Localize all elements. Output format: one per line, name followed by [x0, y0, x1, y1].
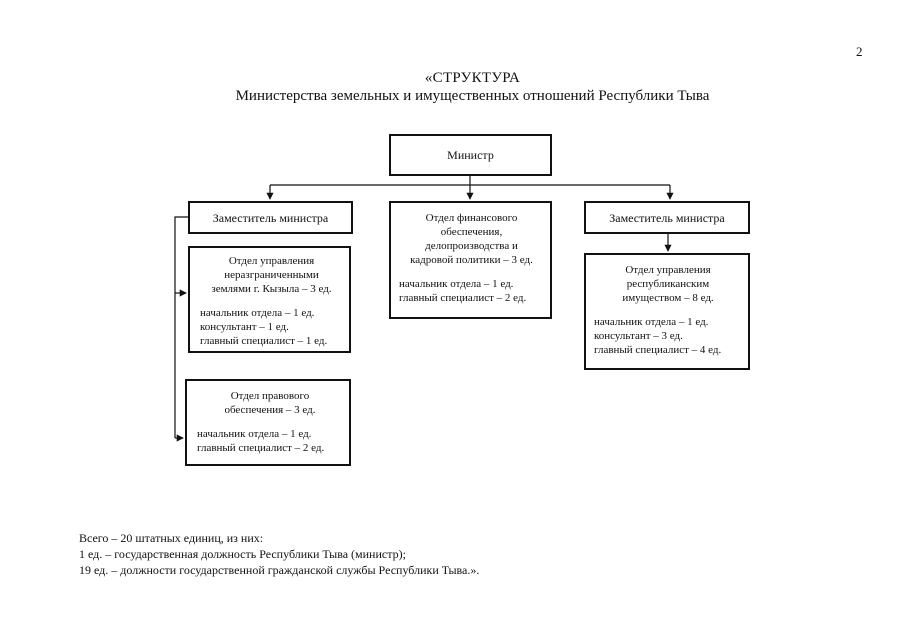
land-title-line: Отдел управления: [228, 255, 315, 267]
property-staff-line: начальник отдела – 1 ед.: [594, 316, 709, 328]
legal-title-line: Отдел правового: [230, 390, 310, 402]
finance-title-line: Отдел финансового: [425, 212, 518, 224]
land-title-line: неразграниченными: [224, 269, 319, 281]
land-staff-line: консультант – 1 ед.: [200, 321, 289, 333]
property-title-line: Отдел управления: [625, 264, 711, 276]
finance-department-box: Отдел финансового обеспечения, делопроиз…: [389, 201, 552, 319]
document-title: «СТРУКТУРА: [424, 70, 521, 86]
finance-staff-line: начальник отдела – 1 ед.: [399, 278, 514, 290]
land-staff-line: начальник отдела – 1 ед.: [200, 307, 315, 319]
property-title-line: республиканским: [626, 278, 710, 290]
land-staff-line: главный специалист – 1 ед.: [200, 335, 328, 347]
finance-staff-line: главный специалист – 2 ед.: [399, 292, 527, 304]
page-number: 2: [856, 44, 863, 59]
property-title-line: имуществом – 8 ед.: [622, 292, 714, 304]
legal-staff-line: начальник отдела – 1 ед.: [197, 428, 312, 440]
connector-deputy-left-spine: [174, 216, 188, 438]
property-department-box: Отдел управления республиканским имущест…: [584, 253, 750, 370]
legal-staff-line: главный специалист – 2 ед.: [197, 442, 325, 454]
deputy-minister-right-box: Заместитель министра: [584, 201, 750, 234]
footer-line-state-position: 1 ед. – государственная должность Респуб…: [79, 547, 406, 561]
minister-label: Министр: [447, 148, 494, 162]
deputy-minister-right-label: Заместитель министра: [609, 210, 725, 225]
deputy-minister-left-label: Заместитель министра: [212, 210, 329, 225]
property-staff-line: главный специалист – 4 ед.: [594, 344, 722, 356]
land-title-line: землями г. Кызыла – 3 ед.: [211, 283, 332, 295]
finance-title-line: делопроизводства и: [425, 240, 518, 252]
legal-title-line: обеспечения – 3 ед.: [224, 404, 316, 416]
document-subtitle: Министерства земельных и имущественных о…: [235, 88, 710, 104]
land-department-box: Отдел управления неразграниченными земля…: [188, 246, 351, 353]
deputy-minister-left-box: Заместитель министра: [188, 201, 353, 234]
footer-line-civil-service: 19 ед. – должности государственной гражд…: [79, 563, 480, 577]
finance-title-line: кадровой политики – 3 ед.: [410, 254, 533, 266]
minister-box: Министр: [389, 134, 552, 176]
legal-department-box: Отдел правового обеспечения – 3 ед. нача…: [185, 379, 351, 466]
property-staff-line: консультант – 3 ед.: [594, 330, 683, 342]
footer-total: Всего – 20 штатных единиц, из них:: [79, 531, 264, 545]
finance-title-line: обеспечения,: [440, 226, 503, 238]
